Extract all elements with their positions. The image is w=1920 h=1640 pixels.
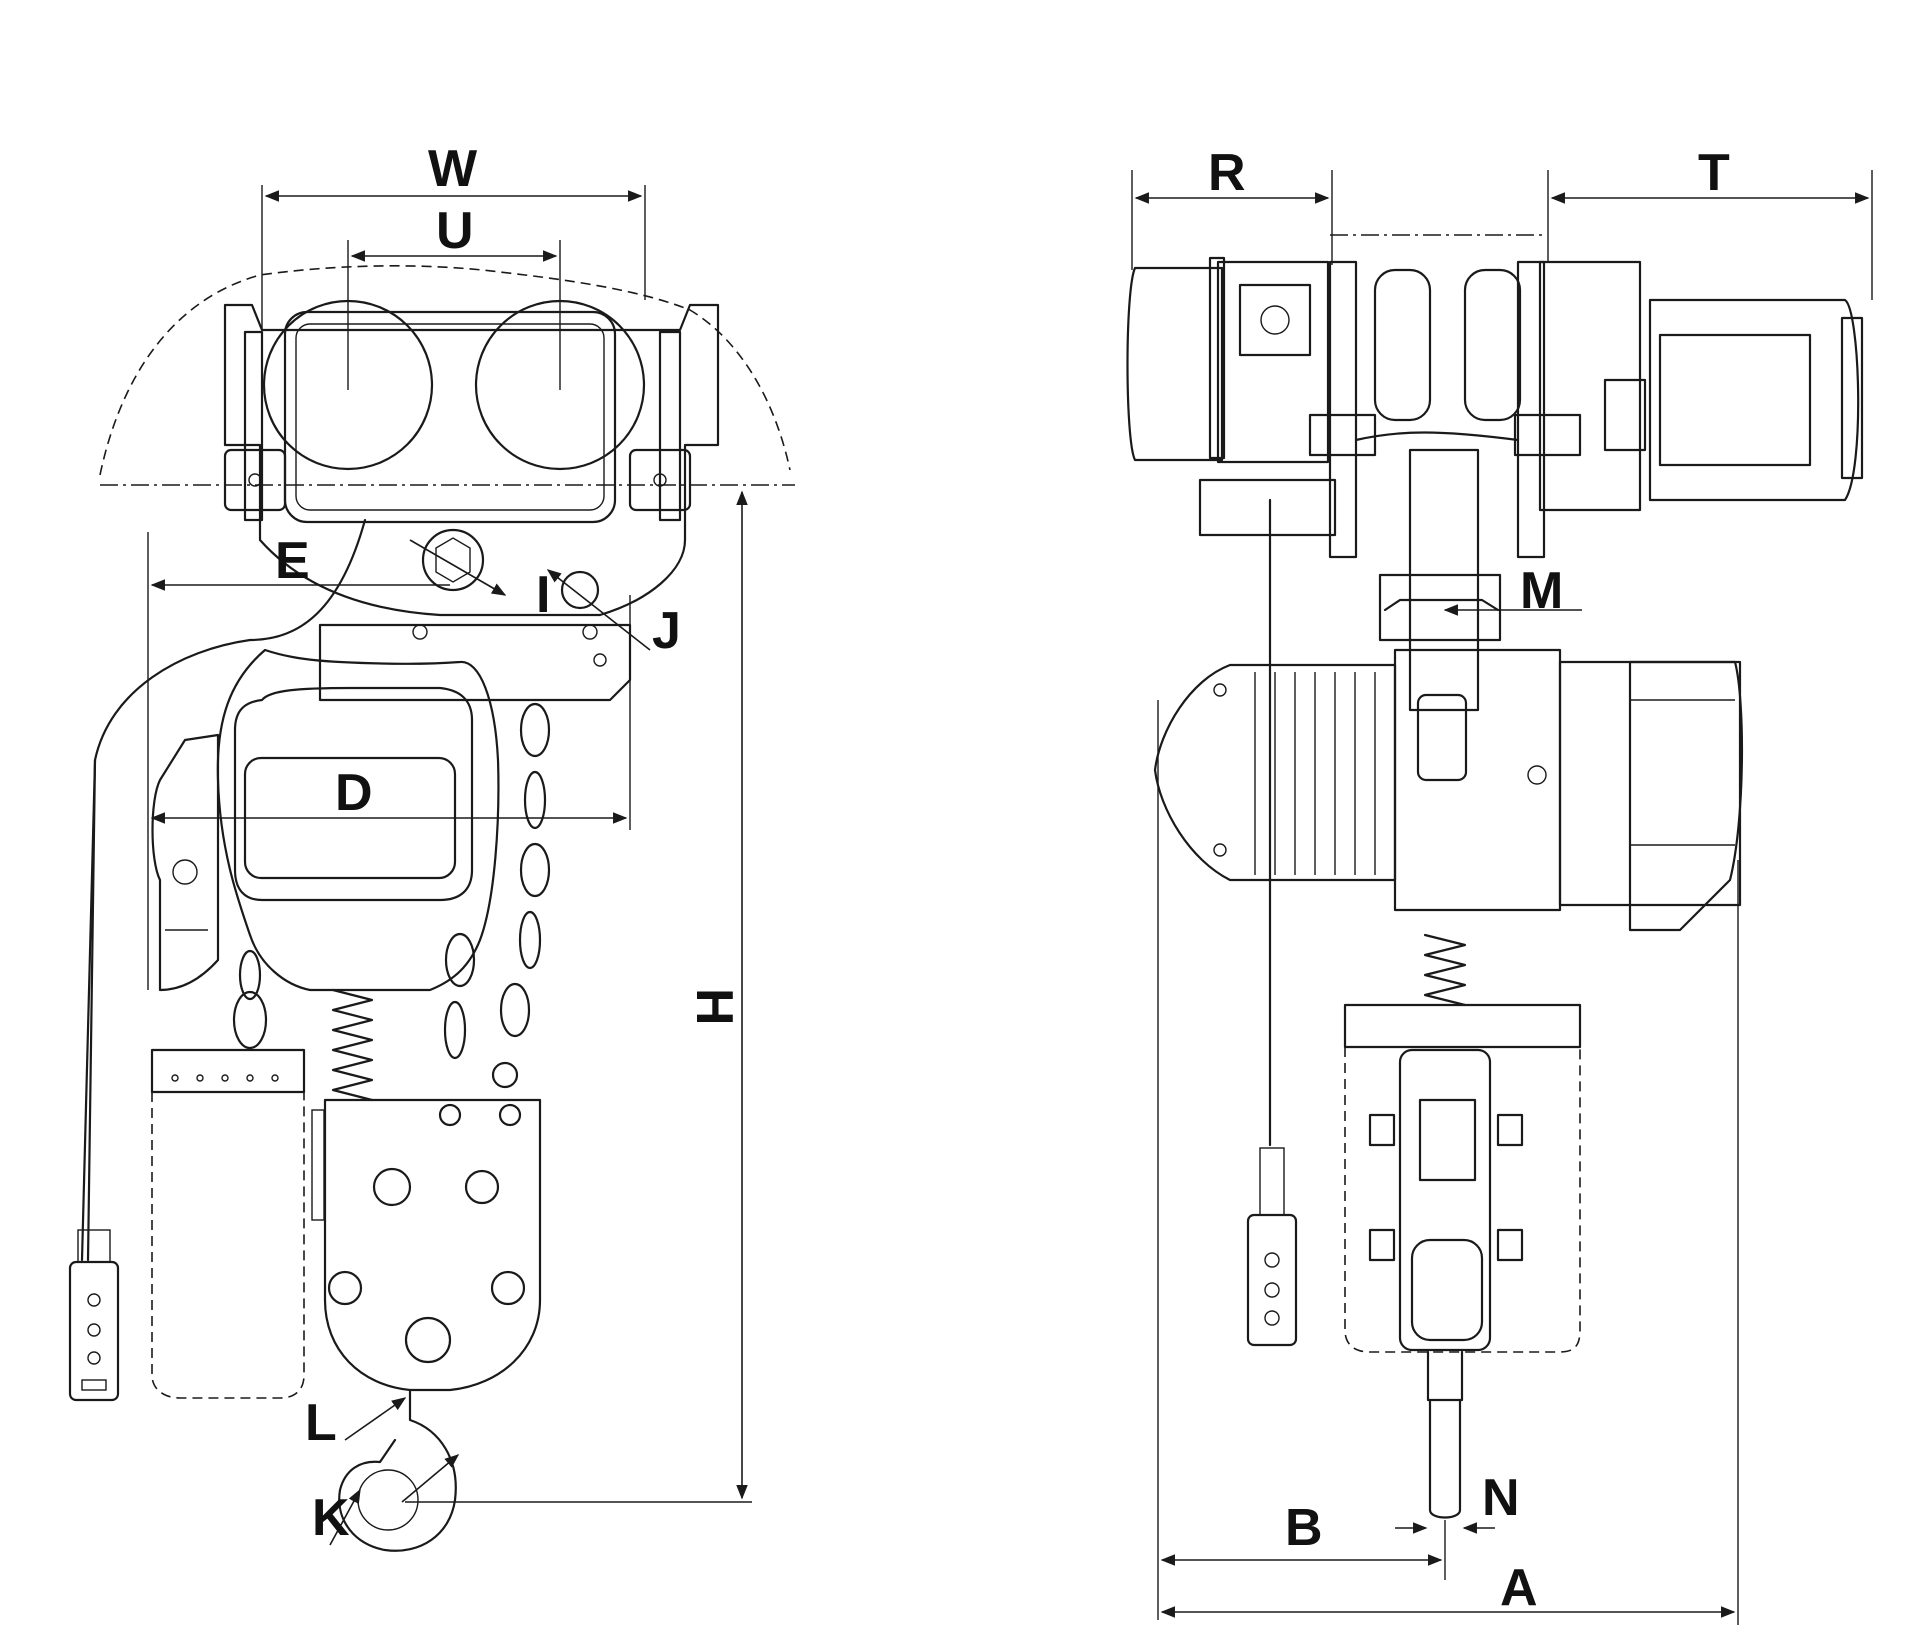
center-hanger <box>1378 448 1502 712</box>
chain-bucket <box>150 1048 306 1399</box>
side-block-right <box>628 448 692 512</box>
hoist-main-body <box>1393 648 1744 932</box>
label-T: T <box>1698 144 1730 202</box>
label-U: U <box>436 202 474 260</box>
label-I: I <box>536 566 550 624</box>
spring <box>331 988 374 1102</box>
leader-I <box>409 539 507 596</box>
dim-B <box>1157 700 1446 1620</box>
side-block-left <box>223 448 287 512</box>
front-hook-block <box>1368 1048 1524 1352</box>
pendant-cable <box>86 518 367 1262</box>
dim-W <box>261 185 646 330</box>
front-view: R T M N B A <box>1126 144 1873 1625</box>
dim-T <box>1547 170 1873 300</box>
label-R: R <box>1208 144 1246 202</box>
front-pendant <box>1246 1147 1298 1347</box>
dim-U <box>347 240 561 390</box>
label-B: B <box>1285 1499 1323 1557</box>
label-A: A <box>1500 1559 1538 1617</box>
motor-side <box>151 733 220 992</box>
label-D: D <box>335 764 373 822</box>
label-K: K <box>312 1489 350 1547</box>
beam-outline <box>99 265 791 476</box>
front-chain-bucket <box>1343 1003 1582 1353</box>
leader-J <box>546 569 651 651</box>
label-E: E <box>275 532 310 590</box>
bumper <box>560 570 600 610</box>
front-hook <box>1426 1350 1464 1519</box>
pendant-control <box>68 1229 120 1402</box>
dim-E <box>147 532 450 990</box>
leader-K <box>329 1488 361 1546</box>
trolley-motor-right <box>1538 260 1864 512</box>
leader-L <box>344 1397 407 1441</box>
dim-A <box>1160 860 1739 1625</box>
label-H: H <box>685 988 743 1026</box>
front-spring <box>1423 933 1467 1007</box>
axle-nut <box>421 528 485 592</box>
dim-R <box>1131 170 1333 270</box>
side-view: W U E I J D H L K <box>68 140 795 1552</box>
label-M: M <box>1520 562 1563 620</box>
label-J: J <box>652 602 681 660</box>
load-chain <box>232 702 551 1060</box>
trolley-side-plates <box>1308 260 1582 559</box>
trolley-motor-left <box>1126 256 1330 464</box>
label-W: W <box>428 140 478 198</box>
trolley-frame <box>223 303 720 617</box>
label-N: N <box>1482 1469 1520 1527</box>
bracket <box>1198 478 1337 537</box>
hoist-finned-housing <box>1153 663 1397 882</box>
label-L: L <box>305 1394 337 1452</box>
dim-H <box>405 490 752 1503</box>
hook <box>338 1388 457 1552</box>
hook-block <box>311 1061 542 1392</box>
